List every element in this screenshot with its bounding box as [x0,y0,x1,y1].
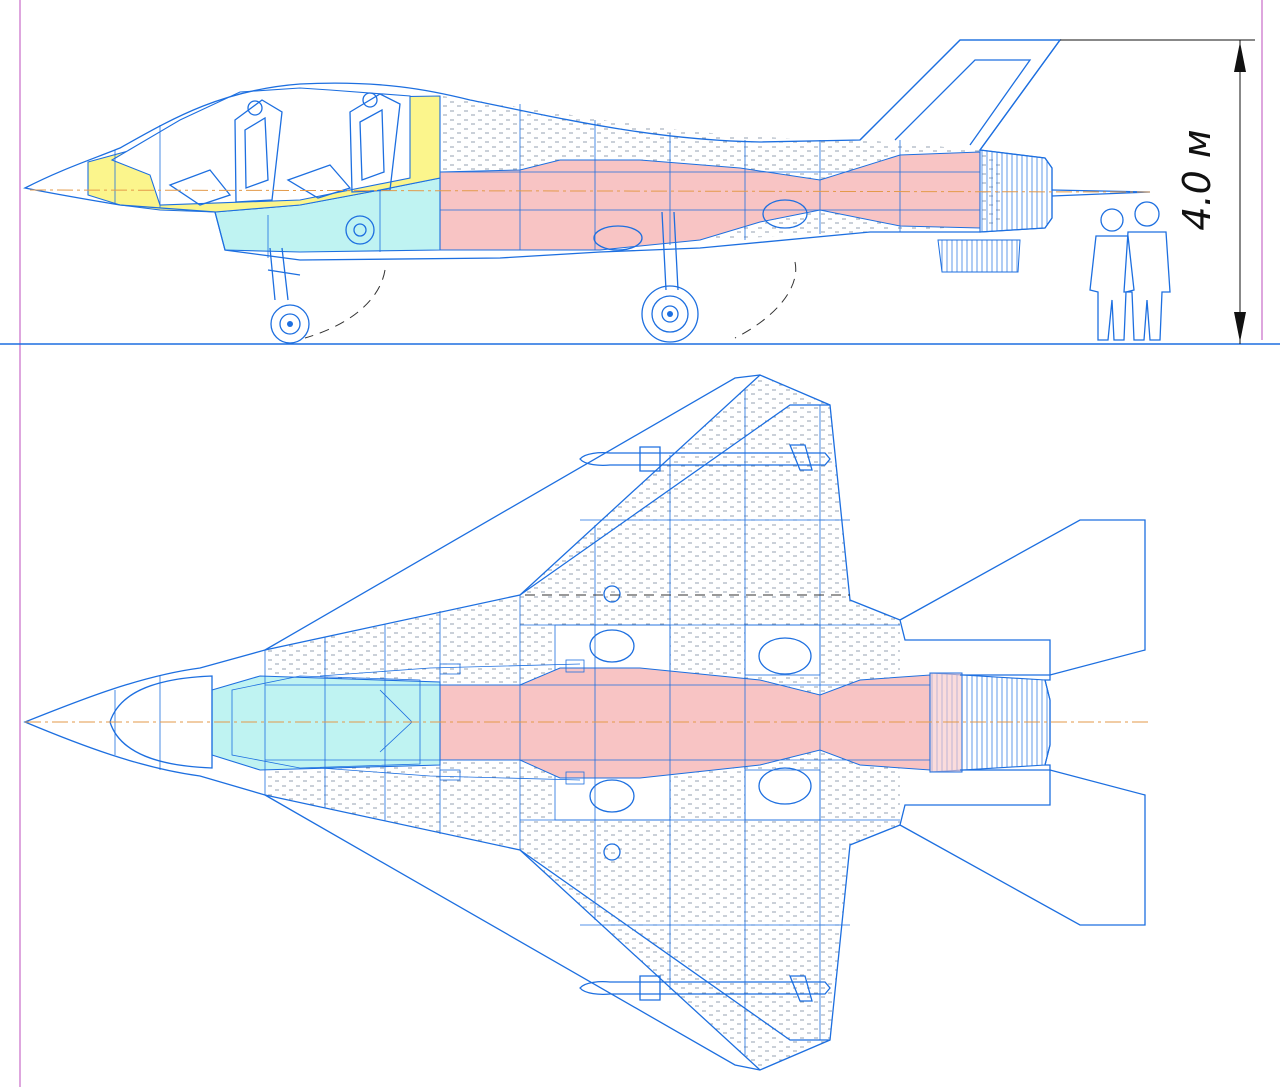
missile-upper [579,444,831,472]
fuselage-outline-top [23,374,1051,1071]
wing-access-oval [589,779,635,813]
human-silhouette-left [1089,208,1135,341]
wing-inner-edge-upper [519,404,830,596]
stabilizer-lower [899,769,1146,926]
intake-gear-wheel [345,215,375,245]
wing-panel [554,624,671,676]
gear-retraction-arc [304,269,386,339]
wing-panel [744,624,821,676]
canopy-inner [231,675,421,769]
nozzle-side [979,149,1053,233]
canopy-side [110,87,411,206]
height-dimension-label: 4.0 м [1175,129,1219,230]
intake-duct-upper [319,663,581,677]
engine-access-oval [762,199,808,229]
nose-landing-gear [267,247,310,344]
side-section-lines [114,96,980,258]
wing-access-oval [758,637,812,675]
actuator-lower [439,769,585,785]
top-view [23,374,1150,1071]
engine-access-oval [593,225,643,251]
wing-leading-edge-upper [264,374,761,651]
height-dimension [1060,39,1255,344]
top-section-lines [114,390,930,1055]
centerline-side [29,189,1151,193]
canopy-top [109,675,213,769]
fuel-cap [603,843,621,861]
fuselage-outline-side [23,39,1062,261]
fuel-cap [603,585,621,603]
wing-access-oval [758,767,812,805]
main-landing-gear [641,211,699,343]
actuator-upper [439,659,585,675]
wing-leading-edge-lower [264,794,761,1071]
pilot-seat-rear [286,92,401,199]
side-view: 4.0 м [0,39,1280,345]
human-silhouette-right [1123,201,1171,341]
gear-retraction-arc [734,261,797,339]
tail-spike [1051,189,1151,197]
missile-lower [579,975,831,1002]
pilot-seat-front [168,99,283,206]
vertical-tail-side [859,39,1062,151]
intake-duct-lower [319,767,581,781]
stabilizer-upper [899,519,1146,676]
lower-nozzle-side [937,239,1021,273]
wing-access-oval [589,629,635,663]
intake-top [211,675,441,771]
wing-inner-edge-lower [519,849,830,1041]
